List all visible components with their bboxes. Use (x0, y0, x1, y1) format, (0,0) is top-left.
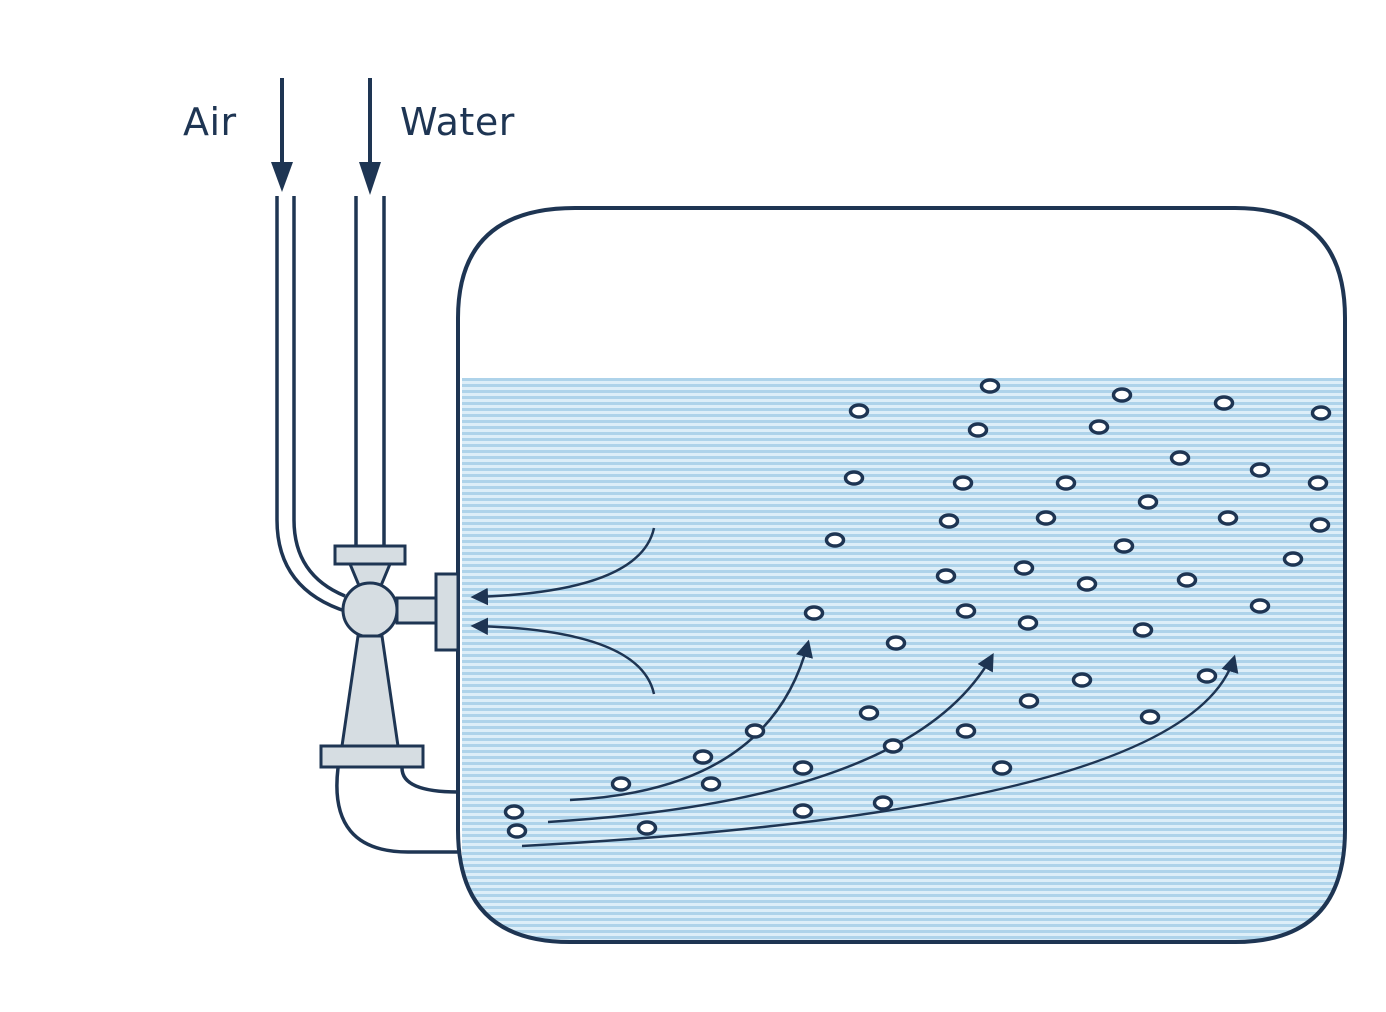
bubble-icon (1088, 419, 1110, 435)
bubble-icon (1132, 622, 1154, 638)
bubble-icon (824, 532, 846, 548)
jet-arrows (521, 639, 1239, 848)
bubble-icon (1309, 517, 1331, 533)
inflow-arrows (470, 527, 656, 695)
bubble-icon (1249, 462, 1271, 478)
bubble-icon (803, 605, 825, 621)
air-inlet-arrow (271, 78, 293, 192)
bubble-icon (991, 760, 1013, 776)
bubble-icon (1139, 709, 1161, 725)
bottom-flange (319, 744, 425, 769)
tank-outline (456, 206, 1347, 944)
air-bubbles (503, 378, 1332, 839)
mixing-chamber (341, 581, 399, 639)
bubble-icon (938, 513, 960, 529)
bubble-icon (1111, 387, 1133, 403)
water-pipe (354, 196, 386, 548)
bubble-icon (955, 723, 977, 739)
bubble-icon (872, 795, 894, 811)
water-label: Water (400, 100, 515, 144)
tank-flange (434, 572, 460, 652)
bubble-icon (1035, 510, 1057, 526)
air-pipe (275, 196, 349, 614)
bubble-icon (1055, 475, 1077, 491)
water-inlet-arrow (359, 78, 381, 195)
bubble-icon (610, 776, 632, 792)
bubble-icon (792, 803, 814, 819)
bubble-icon (1196, 668, 1218, 684)
flow-arrow-icon (547, 652, 994, 824)
bubble-icon (967, 422, 989, 438)
bubble-icon (636, 820, 658, 836)
water-fill (462, 378, 1345, 942)
bubble-icon (1071, 672, 1093, 688)
side-nozzle (395, 596, 439, 625)
diffuser-cone (340, 634, 400, 748)
bubble-icon (506, 823, 528, 839)
bubble-icon (1017, 615, 1039, 631)
bubble-icon (503, 804, 525, 820)
bubble-icon (882, 738, 904, 754)
bubble-icon (935, 568, 957, 584)
bubble-icon (1249, 598, 1271, 614)
bubble-icon (1018, 693, 1040, 709)
bubble-icon (843, 470, 865, 486)
bubble-icon (1307, 475, 1329, 491)
top-flange (333, 544, 407, 566)
down-arrow-icon (359, 162, 381, 195)
bubble-icon (744, 723, 766, 739)
bubble-icon (1213, 395, 1235, 411)
bubble-icon (1076, 576, 1098, 592)
bubble-icon (1137, 494, 1159, 510)
down-arrow-icon (271, 162, 293, 192)
bubble-icon (692, 749, 714, 765)
bubble-icon (848, 403, 870, 419)
flow-arrow-icon (569, 639, 813, 802)
bubble-icon (1310, 405, 1332, 421)
bubble-icon (700, 776, 722, 792)
bubble-icon (1176, 572, 1198, 588)
bubble-icon (792, 760, 814, 776)
return-pipe (335, 767, 459, 854)
flow-arrow-icon (470, 527, 656, 606)
bubble-icon (885, 635, 907, 651)
bubble-icon (955, 603, 977, 619)
air-label: Air (183, 100, 237, 144)
bubble-icon (1113, 538, 1135, 554)
flow-arrow-icon (521, 654, 1239, 848)
bubble-icon (1282, 551, 1304, 567)
flow-arrow-icon (470, 617, 656, 695)
ejector (319, 544, 460, 769)
bubble-icon (1217, 510, 1239, 526)
bubble-icon (979, 378, 1001, 394)
bubble-icon (1013, 560, 1035, 576)
bubble-icon (858, 705, 880, 721)
bubble-icon (1169, 450, 1191, 466)
bubble-icon (952, 475, 974, 491)
